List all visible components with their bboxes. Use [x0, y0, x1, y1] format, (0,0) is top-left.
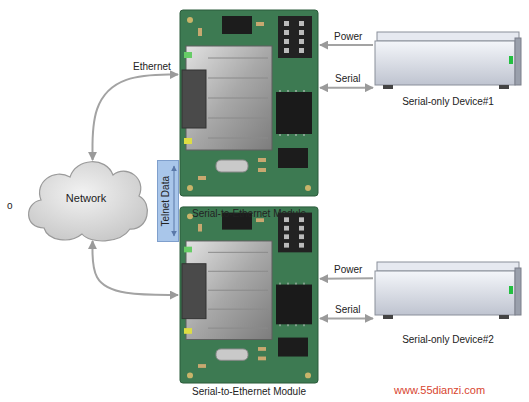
- connector-arrow: [320, 44, 373, 46]
- edge-label: Power: [334, 31, 362, 43]
- cloud-shape: [29, 162, 148, 241]
- watermark: www.55dianzi.com: [394, 384, 485, 396]
- edge-label: Power: [334, 264, 362, 276]
- device-box: [375, 32, 521, 89]
- device-box: [375, 262, 521, 319]
- serial-device: Serial-only Device#1: [373, 30, 523, 92]
- network-cloud: Network: [20, 148, 152, 248]
- node-caption: Serial-only Device#1: [323, 96, 529, 108]
- edge-label: Ethernet: [133, 61, 171, 73]
- module-photo: [180, 207, 318, 383]
- ethernet-module: Serial-to-Ethernet Module: [178, 205, 320, 385]
- connector-arrow: [320, 277, 373, 280]
- serial-device: Serial-only Device#2: [373, 262, 523, 322]
- ethernet-module: Serial-to-Ethernet Module: [178, 8, 320, 198]
- module-photo: [180, 10, 318, 196]
- node-caption: Serial-to-Ethernet Module: [128, 386, 370, 398]
- connector-arrow: [92, 75, 178, 161]
- connector-arrow: [320, 87, 373, 89]
- node-caption: Serial-only Device#2: [323, 334, 529, 346]
- connector-arrow: [92, 241, 178, 295]
- connector-arrow: [320, 317, 373, 319]
- telnet-band: Telnet Data: [157, 160, 179, 242]
- node-label: Telnet Data: [160, 176, 172, 227]
- stray-mark: o: [7, 200, 13, 212]
- node-label: Network: [66, 192, 106, 204]
- edge-label: Serial: [335, 73, 361, 85]
- edge-label: Serial: [335, 304, 361, 316]
